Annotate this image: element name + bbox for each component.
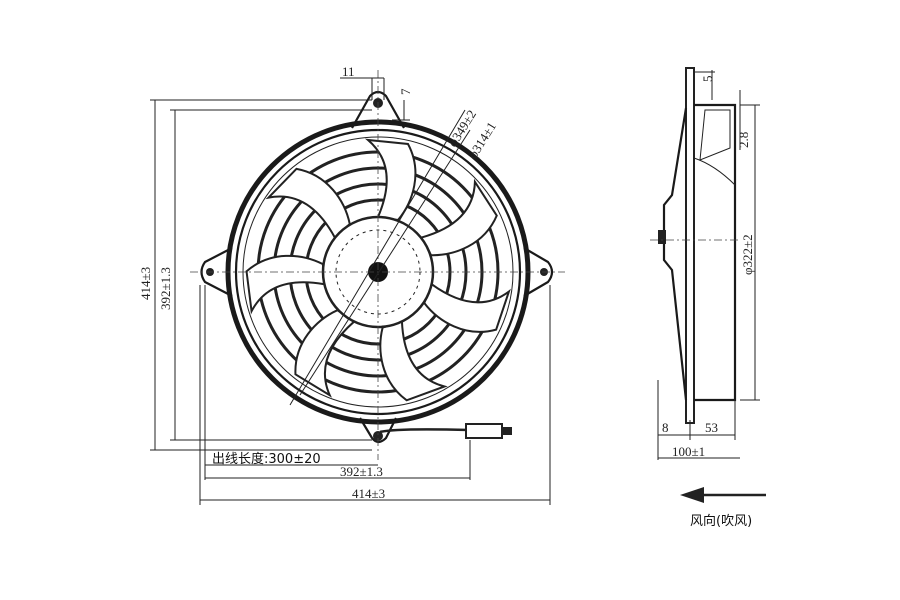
mount-hole-bottom (373, 431, 383, 441)
side-dim-lines (657, 70, 760, 460)
connector (465, 423, 503, 439)
mounting-ear-bottom (359, 417, 397, 444)
shroud-diameter-label: φ322±2 (740, 234, 755, 275)
flange-dim-label: 8 (662, 420, 669, 435)
mounting-ear-right (523, 247, 554, 297)
connector-tip (502, 427, 512, 435)
motor-profile (662, 107, 688, 401)
extension-lines-vertical (150, 99, 372, 451)
width-outer-label: 414±3 (352, 486, 385, 501)
height-outer-label: 414±3 (138, 267, 153, 300)
tab-dim-label: 5 (700, 76, 715, 83)
side-view: 5 2.8 φ322±2 8 53 100±1 (650, 67, 760, 460)
ear-height-label: 7 (398, 88, 413, 95)
dimension-lines-horizontal (199, 285, 551, 505)
mounting-flange (685, 67, 695, 424)
motor-cap (658, 230, 666, 244)
body-depth-label: 53 (705, 420, 718, 435)
airflow-label: 风向(吹风) (690, 513, 752, 529)
width-inner-label: 392±1.3 (340, 464, 383, 479)
total-depth-label: 100±1 (672, 444, 705, 459)
airflow-indicator: 风向(吹风) (680, 487, 766, 529)
arrow-left-icon (680, 487, 766, 503)
offset-dim-label: 2.8 (736, 132, 751, 148)
ear-dim-lines (340, 77, 410, 121)
diameter-leaders (289, 109, 471, 406)
shroud-body (694, 103, 737, 402)
blade-edge (699, 109, 731, 161)
fan-blades (239, 138, 510, 409)
lead-length-label: 出线长度:300±20 (212, 451, 321, 467)
blade-curve (693, 157, 736, 186)
blade (364, 138, 417, 222)
height-inner-label: 392±1.3 (158, 267, 173, 310)
center-lines (190, 70, 565, 460)
lead-wire (379, 428, 471, 434)
ear-width-label: 11 (342, 64, 355, 79)
front-view: 11 7 φ349±2 φ314±1 414±3 392±1.3 出线长度:30… (138, 64, 565, 505)
dimension-lines-vertical (154, 100, 176, 450)
